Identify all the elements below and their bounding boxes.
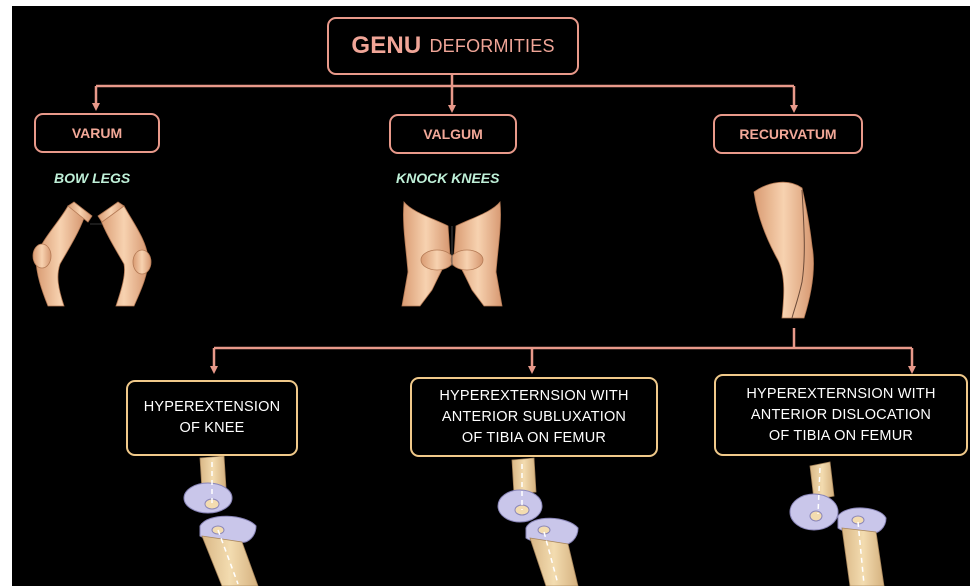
bone-diagram-subluxation [498, 458, 578, 586]
valgum-label: VALGUM [423, 126, 483, 142]
recurvatum-label: RECURVATUM [739, 126, 836, 142]
recurvatum-illustration [754, 182, 814, 318]
top-connector [96, 75, 794, 109]
subtype-subluxation-box: HYPEREXTERNSION WITH ANTERIOR SUBLUXATIO… [410, 377, 658, 457]
title-box: GENU DEFORMITIES [327, 17, 579, 75]
varum-box: VARUM [34, 113, 160, 153]
subtype-line: ANTERIOR DISLOCATION [746, 405, 935, 426]
diagram-canvas: GENU DEFORMITIES VARUM VALGUM RECURVATUM… [12, 6, 970, 586]
valgum-alias: KNOCK KNEES [396, 170, 499, 186]
knock-knees-illustration [402, 202, 502, 306]
title-bold: GENU [351, 32, 421, 60]
varum-label: VARUM [72, 125, 122, 141]
connector-lines [12, 6, 970, 586]
subtype-line: HYPEREXTERNSION WITH [746, 384, 935, 405]
subtype-hyperextension-box: HYPEREXTENSION OF KNEE [126, 380, 298, 456]
recurvatum-box: RECURVATUM [713, 114, 863, 154]
varum-alias: BOW LEGS [54, 170, 130, 186]
subtype-line: OF TIBIA ON FEMUR [746, 426, 935, 447]
subtype-line: HYPEREXTENSION [144, 397, 281, 418]
bone-diagram-dislocation [790, 462, 886, 586]
bow-legs-illustration [33, 202, 151, 306]
valgum-box: VALGUM [389, 114, 517, 154]
bottom-connector [214, 328, 912, 370]
subtype-line: ANTERIOR SUBLUXATION [439, 407, 628, 428]
bone-diagram-hyperextension [184, 456, 258, 586]
subtype-dislocation-box: HYPEREXTERNSION WITH ANTERIOR DISLOCATIO… [714, 374, 968, 456]
subtype-line: HYPEREXTERNSION WITH [439, 386, 628, 407]
subtype-line: OF TIBIA ON FEMUR [439, 428, 628, 449]
title-rest: DEFORMITIES [429, 36, 554, 57]
subtype-line: OF KNEE [144, 418, 281, 439]
